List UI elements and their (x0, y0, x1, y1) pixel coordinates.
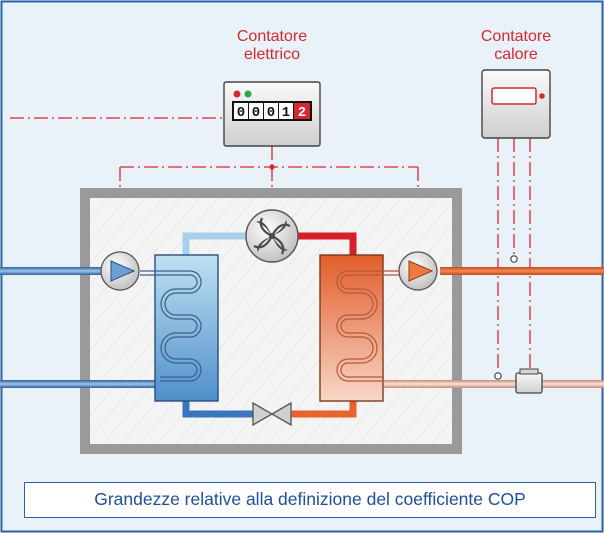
electric-meter: 0 0 0 1 2 (223, 81, 321, 147)
meter-digit: 0 (237, 105, 245, 121)
pump-icon (398, 251, 438, 291)
water-pipes (0, 267, 604, 388)
pump-icon (100, 251, 140, 291)
condenser (319, 254, 400, 402)
heat-meter-label-line1: Contatore (480, 28, 552, 45)
temperature-sensor-icon (510, 255, 518, 263)
diagram-caption: Grandezze relative alla definizione del … (24, 482, 596, 518)
heat-meter (481, 69, 551, 139)
meter-digit: 2 (298, 105, 306, 121)
meter-digit: 0 (267, 105, 275, 121)
heat-meter-label: Contatore calore (464, 28, 568, 64)
meter-digit: 1 (282, 105, 290, 121)
refrigerant-circuit (182, 232, 357, 418)
heat-meter-label-line2: calore (494, 46, 538, 63)
led-red-icon (539, 93, 545, 99)
led-red-icon (233, 90, 241, 98)
heat-meter-display (491, 87, 537, 105)
fan-icon (245, 209, 299, 263)
flow-meter-icon (515, 368, 543, 394)
expansion-valve-icon (252, 401, 292, 427)
meter-digit: 0 (252, 105, 260, 121)
temperature-sensor-icon (494, 372, 502, 380)
junction-dot (269, 164, 275, 170)
electric-meter-label: Contatore elettrico (220, 28, 324, 64)
led-green-icon (244, 90, 252, 98)
electric-meter-label-line2: elettrico (243, 46, 301, 63)
heat-exchanger-coil-icon (336, 270, 400, 382)
electric-meter-label-line1: Contatore (236, 28, 308, 45)
heat-exchanger-coil-icon (140, 270, 202, 382)
evaporator (140, 254, 219, 402)
